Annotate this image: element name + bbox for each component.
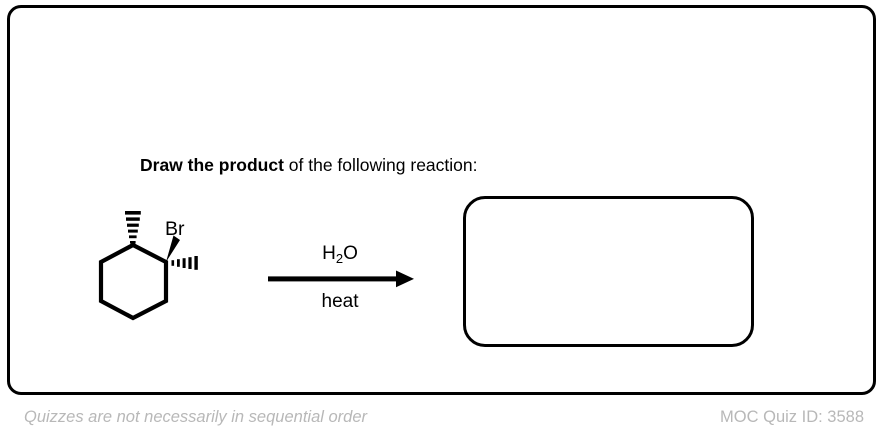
reagent-above-arrow: H2O: [268, 243, 412, 266]
prompt-emphasis: Draw the product: [140, 155, 284, 175]
reagent-h: H: [322, 243, 336, 264]
reagent-o: O: [343, 243, 358, 264]
answer-drawing-box[interactable]: [463, 196, 754, 347]
prompt-remainder: of the following reaction:: [283, 155, 478, 175]
quiz-id-label: MOC Quiz ID: 3588: [720, 408, 864, 426]
reagent-subscript: 2: [335, 251, 344, 266]
footer-note: Quizzes are not necessarily in sequentia…: [24, 408, 368, 426]
page-title: Draw the product of the following reacti…: [140, 155, 478, 175]
reagent-below-arrow: heat: [321, 291, 359, 312]
atom-label-bromine: Br: [165, 218, 185, 240]
